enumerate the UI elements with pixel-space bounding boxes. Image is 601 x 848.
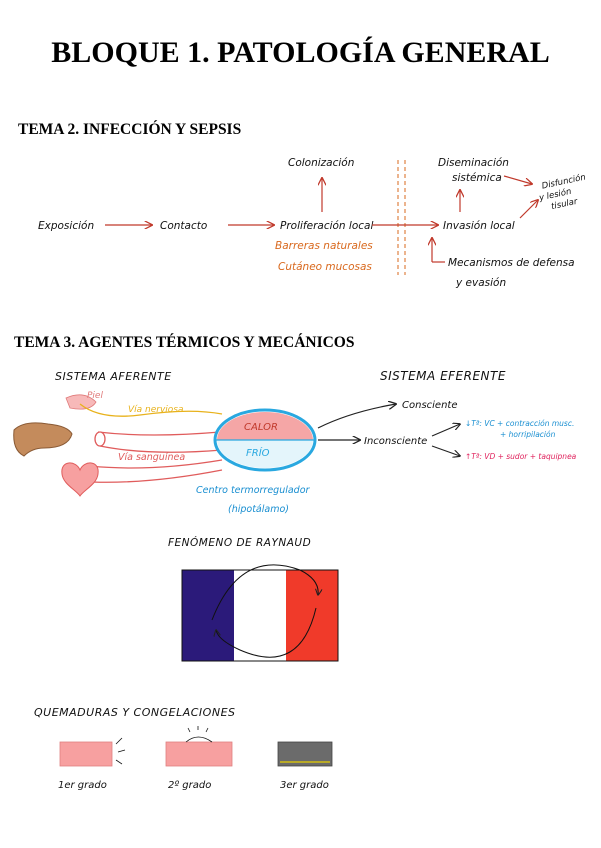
flag-blue-band [182,570,234,661]
section-heading-tema2: TEMA 2. INFECCIÓN Y SEPSIS [18,121,242,138]
calor-half [217,412,313,440]
grade1-mark-1 [115,737,123,745]
quemaduras-heading: QUEMADURAS Y CONGELACIONES [34,706,236,719]
section-heading-tema3: TEMA 3. AGENTES TÉRMICOS Y MECÁNICOS [14,334,355,351]
raynaud-diagram: FENÓMENO DE RAYNAUD [168,536,339,662]
raynaud-arrow-top [211,564,318,621]
blood-vessel-upper-opening [94,431,106,447]
raynaud-arrow-bottom [216,607,317,658]
arrow-to-t-up [431,445,460,456]
flag-white-band [234,570,286,661]
arrow-invasion-disfuncion [519,200,538,219]
grade2-mark-3 [205,727,209,733]
grade2-label: 2º grado [168,780,211,791]
flag-red-band [286,570,338,661]
sistemica-label: sistémica [452,172,502,184]
evasion-label: y evasión [455,277,506,289]
calor-label: CALOR [244,422,278,433]
grade2-swatch [165,741,233,767]
arrow-to-t-down [431,424,460,437]
grade2-mark-1 [187,727,191,733]
page-title: BLOQUE 1. PATOLOGÍA GENERAL [51,36,550,69]
barreras-label: Barreras naturales [275,240,373,252]
t-up-line: ↑Tª: VD + sudor + taquipnea [465,452,577,461]
infection-flow-diagram: Exposición Contacto Proliferación local … [38,157,587,289]
inconsciente-label: Inconsciente [364,436,427,447]
diseminacion-label: Diseminación [438,157,509,169]
blood-vessel-upper [97,431,223,453]
piel-label: Piel [87,391,103,401]
liver-icon [13,422,73,457]
hipotalamo-label: (hipotálamo) [228,504,289,515]
thermoregulation-diagram: SISTEMA AFERENTE SISTEMA EFERENTE Piel V… [13,369,577,515]
arrow-diseminacion-disfuncion [503,175,532,184]
flag-border [181,569,339,662]
via-nerviosa-label: Vía nerviosa [128,405,184,415]
t-down-line1: ↓Tª: VC + contracción musc. [465,419,574,428]
grade1-mark-2 [117,749,126,753]
grade1-mark-3 [115,759,123,765]
grade2-blister [185,736,213,743]
grade3-label: 3er grado [280,780,329,791]
burns-diagram: QUEMADURAS Y CONGELACIONES 1er grado 2º … [34,706,333,791]
centro-label: Centro termorregulador [196,485,311,496]
via-sanguinea-label: Vía sanguínea [118,452,185,463]
aferente-label: SISTEMA AFERENTE [55,370,172,383]
blood-vessel-lower [89,459,223,483]
contacto-label: Contacto [160,220,207,232]
arrow-to-consciente [317,404,396,429]
frio-label: FRÍO [246,446,270,459]
proliferacion-label: Proliferación local [280,220,373,232]
grade1-swatch [59,741,113,767]
frio-half [217,440,313,468]
invasion-label: Invasión local [443,220,515,232]
grade1-label: 1er grado [58,780,107,791]
eferente-label: SISTEMA EFERENTE [380,369,506,383]
heart-icon [61,462,99,497]
colonizacion-label: Colonización [288,157,354,169]
raynaud-heading: FENÓMENO DE RAYNAUD [168,536,311,549]
skin-icon [65,394,97,410]
consciente-label: Consciente [402,400,458,411]
mecanismos-label: Mecanismos de defensa [448,257,575,269]
t-down-line2: + horripilación [500,430,556,439]
exposicion-label: Exposición [38,220,94,232]
cutaneo-label: Cutáneo mucosas [278,261,372,273]
nervous-pathway-line [79,403,223,417]
